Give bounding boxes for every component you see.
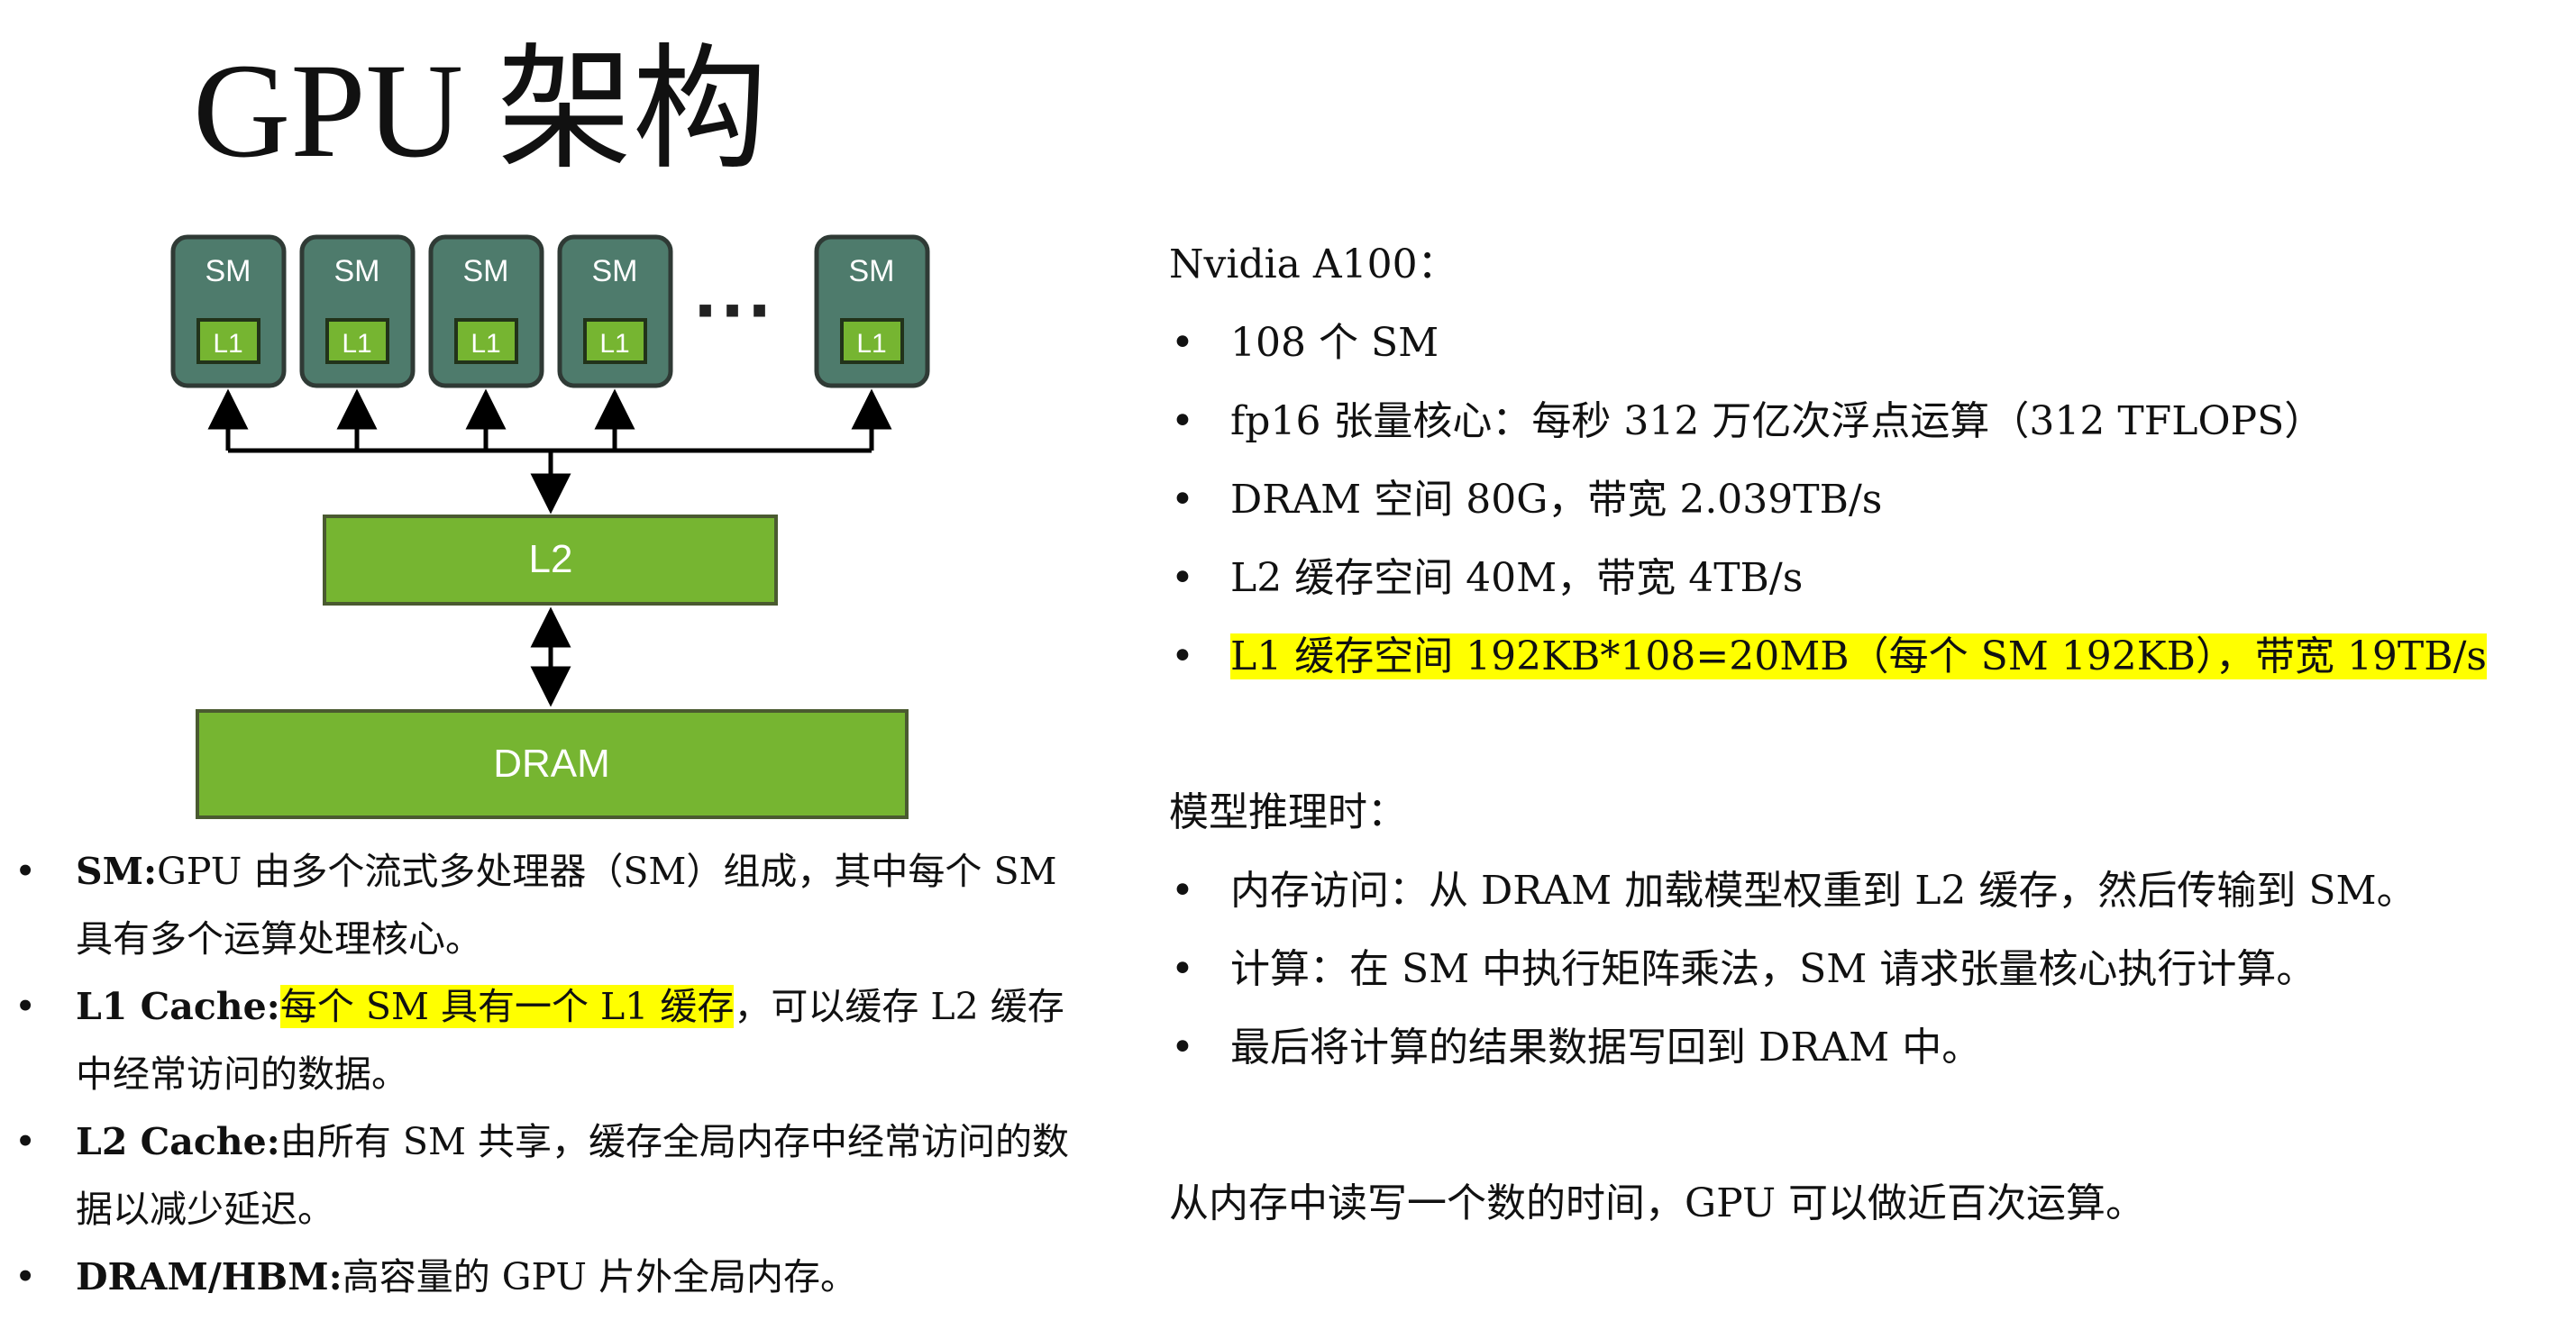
sm-block-last: SM L1 xyxy=(814,234,930,388)
spec-item: L2 缓存空间 40M，带宽 4TB/s xyxy=(1169,539,2557,617)
bullet-l2-cache: L2 Cache:由所有 SM 共享，缓存全局内存中经常访问的数据以减少延迟。 xyxy=(14,1108,1096,1244)
bus-connectors xyxy=(207,388,892,707)
spec-list: 108 个 SM fp16 张量核心：每秒 312 万亿次浮点运算（312 TF… xyxy=(1169,304,2557,696)
spec-item: fp16 张量核心：每秒 312 万亿次浮点运算（312 TFLOPS） xyxy=(1169,382,2557,460)
term: SM: xyxy=(76,850,158,893)
bullet-sm: SM:GPU 由多个流式多处理器（SM）组成，其中每个 SM 具有多个运算处理核… xyxy=(14,838,1096,973)
dram-block: DRAM xyxy=(196,709,909,819)
bullet-l1-cache: L1 Cache:每个 SM 具有一个 L1 缓存，可以缓存 L2 缓存中经常访… xyxy=(14,973,1096,1108)
l1-label: L1 xyxy=(213,329,242,359)
gpu-architecture-diagram: SM L1 SM L1 SM L1 SM L1 ··· SM L1 xyxy=(170,234,930,819)
conclusion-text: 从内存中读写一个数的时间，GPU 可以做近百次运算。 xyxy=(1169,1180,2146,1226)
term: L1 Cache: xyxy=(76,985,280,1028)
sm-label: SM xyxy=(463,254,509,288)
l2-label: L2 xyxy=(529,537,573,581)
dram-label: DRAM xyxy=(493,742,610,786)
sm-block-3: SM L1 xyxy=(428,234,544,388)
sm-label: SM xyxy=(334,254,380,288)
highlighted-text: L1 缓存空间 192KB*108=20MB（每个 SM 192KB），带宽 1… xyxy=(1230,633,2488,679)
sm-label: SM xyxy=(592,254,638,288)
description: 由所有 SM 共享，缓存全局内存中经常访问的数据以减少延迟。 xyxy=(76,1120,1069,1231)
inference-item: 内存访问：从 DRAM 加载模型权重到 L2 缓存，然后传输到 SM。 xyxy=(1169,852,2557,930)
inference-item: 最后将计算的结果数据写回到 DRAM 中。 xyxy=(1169,1008,2557,1087)
inference-heading: 模型推理时： xyxy=(1169,789,1407,835)
l1-label: L1 xyxy=(342,329,371,359)
highlighted-text: 每个 SM 具有一个 L1 缓存 xyxy=(279,985,735,1028)
description: ，可以缓存 L2 缓存中经常访问的数据。 xyxy=(76,985,1064,1096)
ellipsis: ··· xyxy=(694,266,775,356)
inference-list: 内存访问：从 DRAM 加载模型权重到 L2 缓存，然后传输到 SM。 计算：在… xyxy=(1169,852,2557,1087)
page-title: GPU 架构 xyxy=(193,36,768,186)
sm-block-4: SM L1 xyxy=(557,234,673,388)
sm-label: SM xyxy=(849,254,895,288)
term: DRAM/HBM: xyxy=(76,1255,343,1298)
l1-label: L1 xyxy=(856,329,886,359)
l2-block: L2 xyxy=(323,515,778,606)
l1-label: L1 xyxy=(599,329,629,359)
sm-block-1: SM L1 xyxy=(170,234,287,388)
inference-item: 计算：在 SM 中执行矩阵乘法，SM 请求张量核心执行计算。 xyxy=(1169,930,2557,1008)
component-descriptions: SM:GPU 由多个流式多处理器（SM）组成，其中每个 SM 具有多个运算处理核… xyxy=(14,838,1096,1311)
spec-item: 108 个 SM xyxy=(1169,304,2557,382)
spec-item-highlighted: L1 缓存空间 192KB*108=20MB（每个 SM 192KB），带宽 1… xyxy=(1169,617,2557,696)
l1-label: L1 xyxy=(470,329,500,359)
spec-panel: Nvidia A100： 108 个 SM fp16 张量核心：每秒 312 万… xyxy=(1169,225,2557,1243)
bullet-dram-hbm: DRAM/HBM:高容量的 GPU 片外全局内存。 xyxy=(14,1244,1096,1311)
description: GPU 由多个流式多处理器（SM）组成，其中每个 SM 具有多个运算处理核心。 xyxy=(76,850,1057,961)
sm-block-2: SM L1 xyxy=(299,234,416,388)
spec-heading: Nvidia A100： xyxy=(1169,241,1457,287)
sm-label: SM xyxy=(206,254,251,288)
spec-item: DRAM 空间 80G，带宽 2.039TB/s xyxy=(1169,460,2557,539)
description: 高容量的 GPU 片外全局内存。 xyxy=(342,1255,857,1298)
term: L2 Cache: xyxy=(76,1120,280,1163)
